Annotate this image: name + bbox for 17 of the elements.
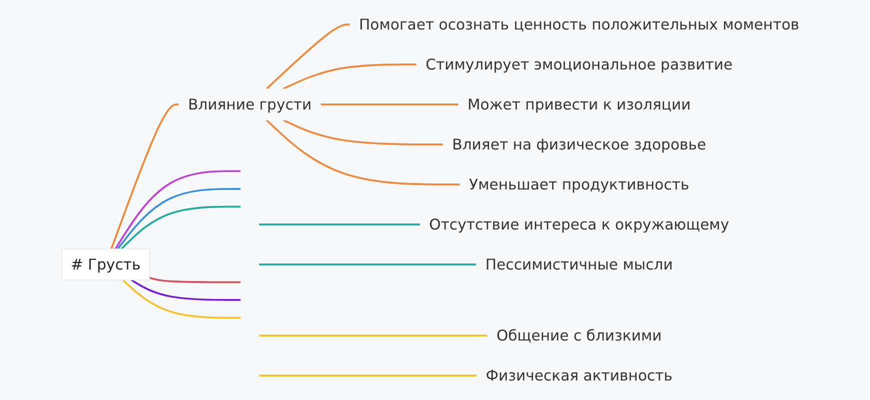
branch-line xyxy=(110,104,180,250)
branch-line xyxy=(117,188,241,250)
branch-line xyxy=(258,264,477,266)
branch-line xyxy=(282,64,417,90)
branch-line xyxy=(282,119,444,146)
branch-line xyxy=(266,24,350,90)
branch-line xyxy=(149,276,241,284)
branch-line xyxy=(122,279,241,319)
branch-line xyxy=(114,170,241,250)
branch-line xyxy=(320,104,459,106)
branch-line xyxy=(120,206,241,250)
branch-line xyxy=(258,374,477,376)
branch-line xyxy=(258,334,488,336)
node-label: # Грусть xyxy=(70,256,141,274)
branch-line xyxy=(266,119,460,186)
branch-line xyxy=(130,279,241,301)
branch-line xyxy=(258,224,420,226)
